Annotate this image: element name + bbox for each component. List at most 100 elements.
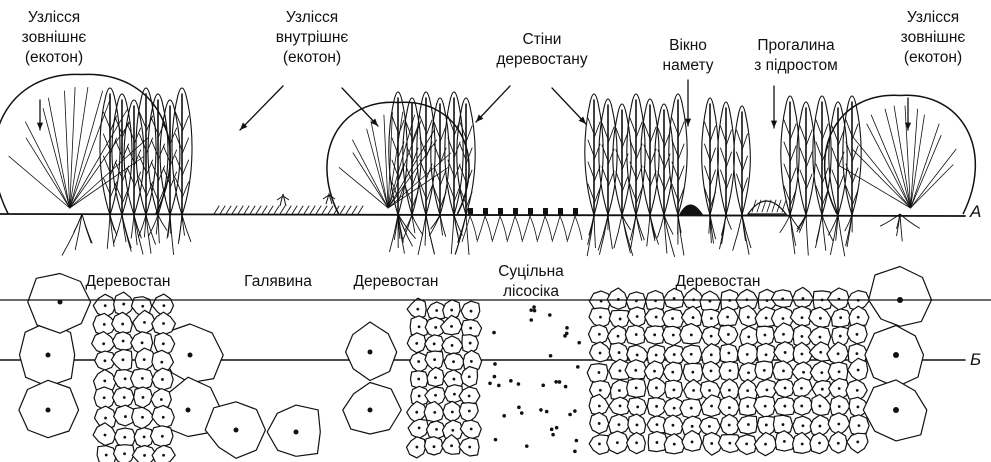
tree-branch xyxy=(705,166,711,182)
trunk-dot xyxy=(746,389,749,392)
trunk-dot xyxy=(672,424,675,427)
tree-branch xyxy=(838,174,844,190)
tree-branch xyxy=(800,126,806,142)
trunk-dot xyxy=(819,351,822,354)
trunk-dot xyxy=(819,336,822,339)
tree-branch xyxy=(466,126,472,142)
label-canopy-window: Вікно намету xyxy=(652,36,724,76)
tree-roots xyxy=(797,215,809,255)
tree-branch xyxy=(588,140,594,156)
trunk-dot xyxy=(434,394,437,397)
trunk-dot xyxy=(142,396,145,399)
trunk-dot xyxy=(468,446,471,449)
tree-branch xyxy=(705,122,711,138)
clearcut-stump-dot xyxy=(493,375,497,379)
arrow-shaft xyxy=(476,86,510,122)
tree-branch xyxy=(170,128,177,144)
trunk-dot xyxy=(893,352,899,358)
trunk-dot xyxy=(838,387,841,390)
trunk-dot xyxy=(819,317,822,320)
tree-branch xyxy=(175,156,182,172)
grass-stroke xyxy=(322,206,327,214)
trunk-dot xyxy=(672,334,675,337)
tree-branch xyxy=(678,122,684,138)
trunk-dot xyxy=(434,326,437,329)
clearcut-stump-dot xyxy=(517,382,521,386)
trunk-dot xyxy=(858,424,861,427)
root xyxy=(131,215,134,238)
trunk-dot xyxy=(728,424,731,427)
tree-roots xyxy=(880,214,920,241)
trunk-dot xyxy=(143,436,146,439)
root xyxy=(398,215,404,254)
stump-root xyxy=(537,216,552,242)
edge-tree-branch xyxy=(911,124,940,208)
clearcut-stump-dot xyxy=(509,379,513,383)
tree-branch xyxy=(103,134,110,150)
trunk-dot xyxy=(745,442,748,445)
stump xyxy=(543,208,548,215)
root xyxy=(726,215,732,230)
trunk-dot xyxy=(141,341,144,344)
arrow-canopy-window xyxy=(685,80,691,126)
trunk-dot xyxy=(122,303,125,306)
tree-branch xyxy=(103,112,110,128)
profile-view xyxy=(0,74,975,257)
regrowth-mound xyxy=(680,205,702,214)
trunk-dot xyxy=(161,435,164,438)
label-edge-inner: Узлісся внутрішнє (екотон) xyxy=(258,8,366,68)
trunk-dot xyxy=(416,308,419,311)
trunk-dot xyxy=(710,335,713,338)
label-stand-middle: Деревостан xyxy=(336,272,456,292)
regrowth-hatch xyxy=(757,200,761,212)
tree-branch xyxy=(822,124,828,140)
small-crown xyxy=(790,306,811,326)
label-glade: Галявина xyxy=(228,272,328,292)
tree-branch xyxy=(806,174,812,190)
clearcut-stump-dot xyxy=(575,439,579,443)
trunk-dot xyxy=(837,423,840,426)
trunk-dot xyxy=(747,371,750,374)
tall-tree xyxy=(627,94,645,217)
trunk-dot xyxy=(782,423,785,426)
tall-tree xyxy=(734,106,751,217)
root xyxy=(389,215,398,252)
grass-stroke xyxy=(232,206,237,214)
edge-tree-crown xyxy=(0,74,170,214)
trunk-dot xyxy=(820,371,823,374)
trunk-dot xyxy=(619,404,622,407)
small-crown xyxy=(459,403,478,422)
shrub xyxy=(277,194,289,206)
tree-branch xyxy=(182,138,189,154)
trunk-dot xyxy=(598,405,601,408)
trunk-dot xyxy=(451,411,454,414)
clearcut-stump-dot xyxy=(576,365,580,369)
trunk-dot xyxy=(470,310,473,313)
clearcut-stump-dot xyxy=(565,326,569,330)
trunk-dot xyxy=(655,354,658,357)
grass-stroke xyxy=(220,206,225,214)
root xyxy=(588,215,594,245)
clearcut-stump-dot xyxy=(529,318,533,322)
tree-roots xyxy=(719,215,731,249)
trunk-dot xyxy=(598,442,601,445)
tree-branch xyxy=(664,176,670,192)
tree-branch xyxy=(412,170,418,186)
trunk-dot xyxy=(839,316,842,319)
trunk-dot xyxy=(692,316,695,319)
trunk-dot xyxy=(747,316,750,319)
trunk-dot xyxy=(124,377,127,380)
trunk-dot xyxy=(691,441,694,444)
root xyxy=(107,215,110,249)
trunk-dot xyxy=(765,353,768,356)
trunk-dot xyxy=(450,444,453,447)
tree-roots xyxy=(403,215,423,240)
grass-stroke xyxy=(238,206,243,214)
tree-branch xyxy=(151,140,158,156)
tree-branch xyxy=(182,160,189,176)
trunk-dot xyxy=(671,371,674,374)
clearcut-stump-dot xyxy=(548,313,552,317)
tree-branch xyxy=(806,130,812,146)
root xyxy=(647,215,650,246)
tree-roots xyxy=(614,215,633,256)
